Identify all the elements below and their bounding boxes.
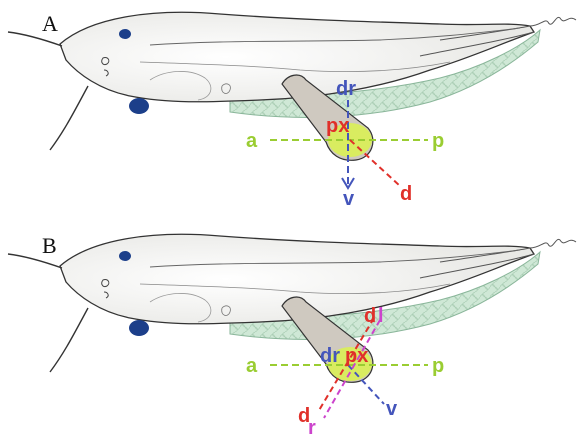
panel-b-label-r: r [308,417,316,435]
panel-b-label-px: px [345,345,368,367]
panel-a-label-v: v [343,188,355,210]
panel-a-embryo [8,12,576,160]
panel-b-label-l: l [378,305,384,327]
panel-b-label-dr: dr [320,345,340,367]
panel-a-barbel-bottom [50,86,88,150]
panel-b-barbel-bottom [50,308,88,372]
panel-b-label-d-top: d [364,305,376,327]
panel-b-label-p: p [432,355,444,377]
panel-b-label-a: a [246,355,258,377]
panel-a-label-dr: dr [336,78,356,100]
panel-a-pd-axis [350,140,400,186]
panel-b-eye-ventral [129,320,149,336]
panel-a-eye-ventral [129,98,149,114]
panel-a-label-px: px [326,115,349,137]
panel-a-label-d: d [400,183,412,205]
panel-b-label-v: v [386,398,398,420]
panel-a-label-p: p [432,130,444,152]
panel-a-letter: A [42,11,58,36]
panel-b-letter: B [42,233,57,258]
panel-b: B a p dr px v d [8,233,576,435]
panel-a-label-a: a [246,130,258,152]
panel-a: A [8,11,576,210]
panel-a-eye-dorsal [119,29,131,39]
panel-b-embryo [8,234,576,382]
panel-b-eye-dorsal [119,251,131,261]
